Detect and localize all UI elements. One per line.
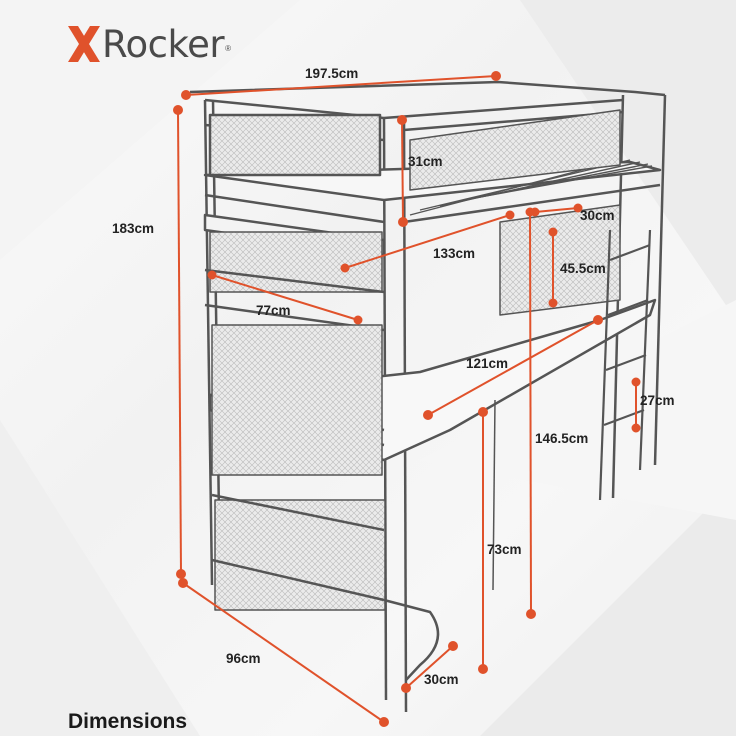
x-logo-icon — [68, 26, 100, 62]
desk-shelf-width-label: 133cm — [433, 246, 476, 261]
brand-name: Rocker — [102, 22, 225, 66]
small-shelf-depth-label: 30cm — [580, 208, 615, 223]
xrocker-logo: Rocker ® — [66, 22, 231, 66]
shelf-height-label: 45.5cm — [560, 261, 606, 276]
overall-height-label: 183cm — [112, 221, 155, 236]
desk-height-label: 73cm — [487, 542, 522, 557]
bed-frame — [189, 80, 667, 713]
desk-depth-label: 30cm — [424, 672, 459, 687]
desk-width-label: 121cm — [466, 356, 509, 371]
shelf-length-label: 77cm — [256, 303, 291, 318]
rail-height-label: 31cm — [408, 154, 443, 169]
overall-depth-label: 96cm — [226, 651, 261, 666]
ladder-step-label: 27cm — [640, 393, 675, 408]
bed-underside-height-label: 146.5cm — [535, 431, 589, 446]
dimensions-caption: Dimensions — [68, 710, 188, 733]
overall-width-label: 197.5cm — [305, 66, 359, 81]
dimension-lines — [173, 71, 641, 727]
trademark-symbol: ® — [225, 44, 232, 53]
